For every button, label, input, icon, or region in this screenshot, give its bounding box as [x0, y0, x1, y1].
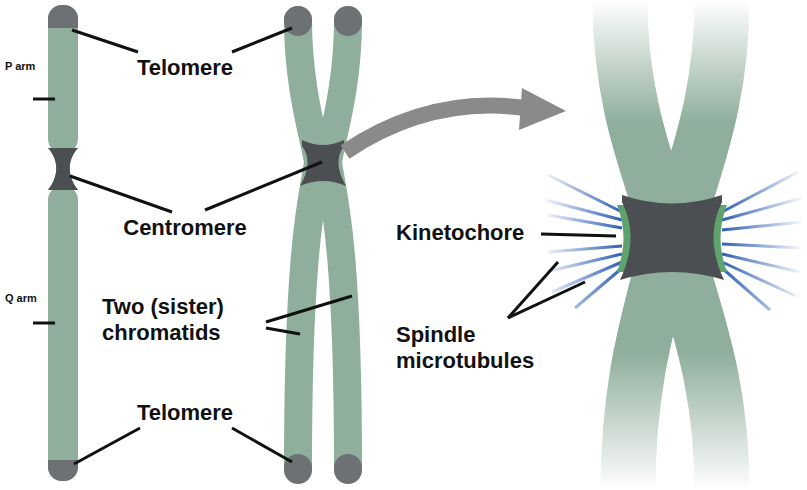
- zoomed-centromere: [545, 0, 802, 490]
- single-chromosome: [40, 0, 90, 490]
- part-label: Telomere: [137, 400, 233, 426]
- zoom-arrow: [345, 88, 566, 152]
- leader-lines: [33, 28, 616, 464]
- part-label: Kinetochore: [396, 220, 524, 246]
- part-label: Two (sister) chromatids: [102, 294, 262, 347]
- part-label: Spindle microtubules: [396, 322, 546, 375]
- arm-label: Q arm: [5, 292, 37, 305]
- part-label: Telomere: [137, 55, 233, 81]
- part-label: Centromere: [123, 215, 246, 241]
- arm-label: P arm: [5, 60, 35, 73]
- duplicated-chromosome: [298, 20, 348, 470]
